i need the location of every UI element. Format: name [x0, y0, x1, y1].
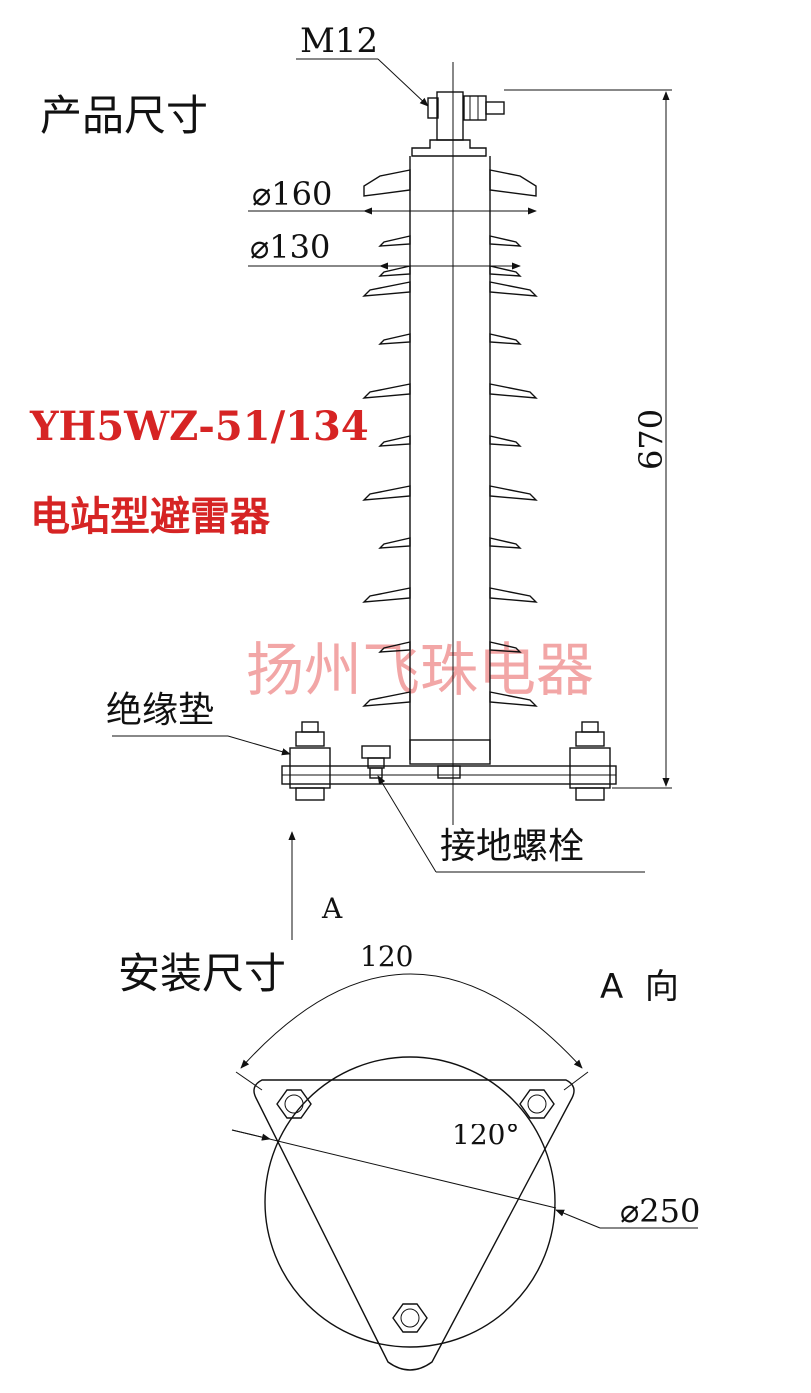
- dia-160-label: ⌀160: [252, 175, 332, 213]
- top-terminal: [427, 91, 505, 141]
- base-plate: [281, 721, 617, 801]
- housing-cap: [411, 139, 487, 157]
- insulator-sheds: [362, 169, 538, 707]
- insulation-pad-label: 绝缘垫: [106, 690, 214, 731]
- ground-bolt-label: 接地螺栓: [440, 826, 584, 867]
- hole-spacing-label: 120: [360, 940, 413, 973]
- section-install-title: 安装尺寸: [118, 949, 286, 998]
- model-number: YH5WZ-51/134: [29, 403, 369, 450]
- angle-label: 120°: [452, 1118, 519, 1151]
- model-description: 电站型避雷器: [30, 494, 271, 540]
- view-arrow-label: A: [321, 892, 343, 925]
- mounting-flange: [253, 1056, 575, 1371]
- section-product-title: 产品尺寸: [40, 91, 208, 140]
- thread-size-label: M12: [300, 21, 378, 61]
- watermark: 扬州飞珠电器: [246, 636, 594, 704]
- dia-250-label: ⌀250: [620, 1192, 700, 1230]
- dia-130-label: ⌀130: [250, 228, 330, 266]
- height-label: 670: [632, 409, 670, 470]
- view-title: A 向: [600, 967, 679, 1007]
